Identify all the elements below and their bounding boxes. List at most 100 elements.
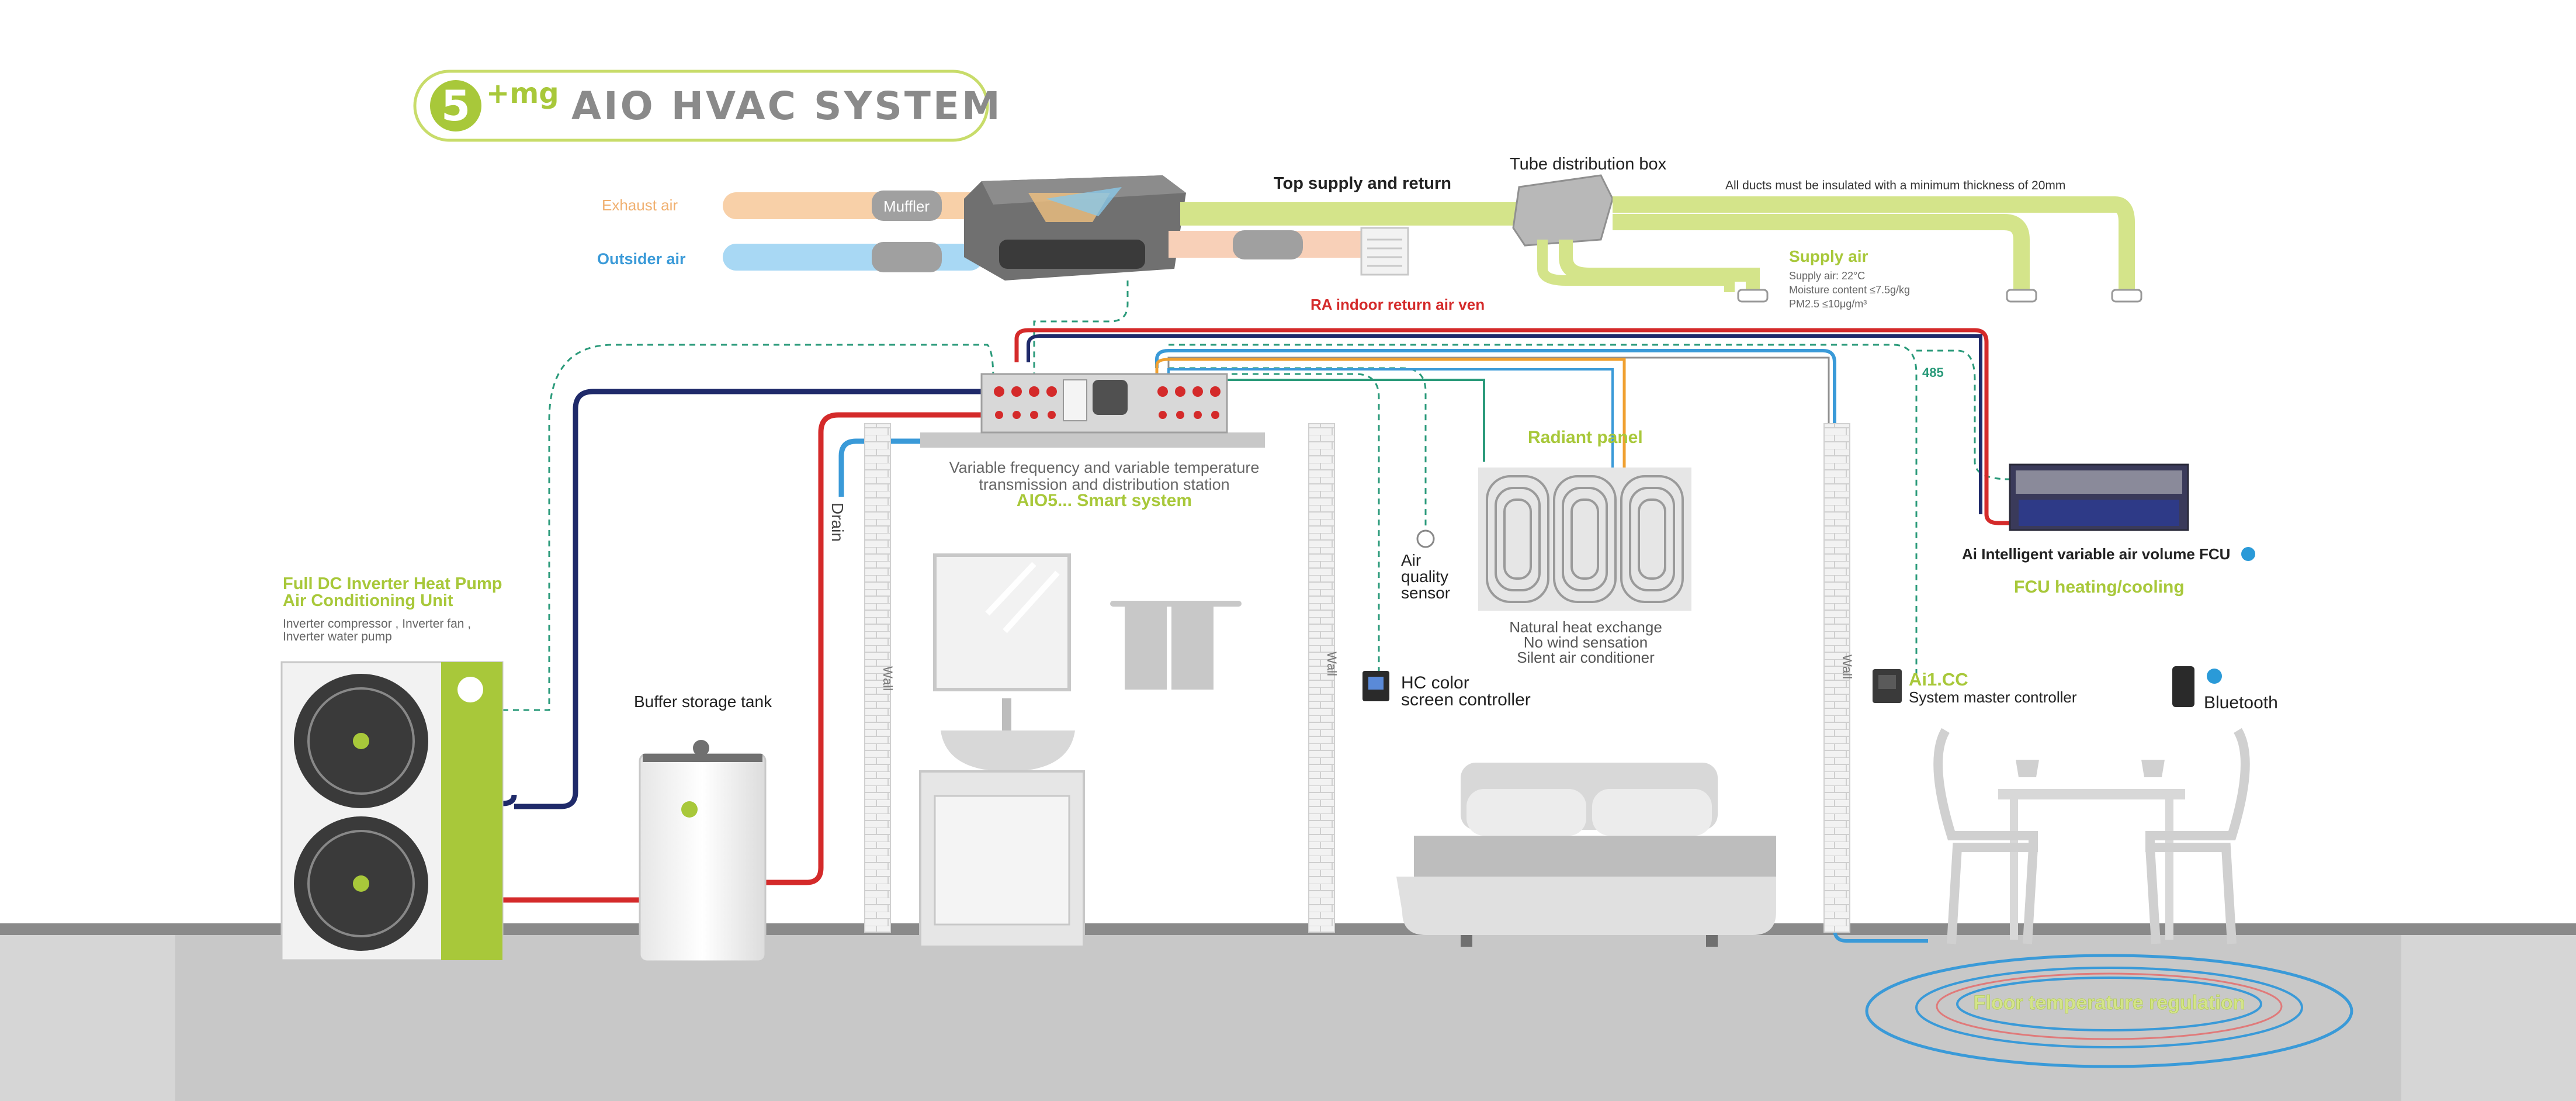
cup-icon [2016, 760, 2039, 777]
master-desc: System master controller [1909, 688, 2077, 706]
buffer-tank-top [643, 754, 762, 762]
pipe-to-floor-blue [1155, 349, 1928, 943]
pipe-heatpump-red [476, 818, 643, 903]
air-sensor-icon [1416, 529, 1435, 548]
return-muffler [1233, 230, 1303, 259]
heat-pump-logo-icon [457, 677, 483, 702]
heat-pump-panel [441, 662, 502, 960]
pillow-right [1592, 789, 1712, 836]
air-sensor-line-3: sensor [1401, 584, 1450, 602]
supply-diffuser-icon-3 [2111, 289, 2142, 303]
radiant-panel-frame [1478, 468, 1691, 611]
signal-485-label: 485 [1922, 365, 1944, 380]
supply-air-line-1: Supply air: 22°C [1789, 270, 1865, 282]
station-desc-1: Variable frequency and variable temperat… [949, 459, 1260, 476]
mirror-shine [985, 562, 1060, 633]
wall-label-3: Wall [1840, 655, 1854, 679]
floor-label: Floor temperature regulation [1974, 992, 2245, 1014]
wall-label-1: Wall [880, 666, 895, 691]
bed-cover [1396, 877, 1776, 935]
supply-diffuser-icon-2 [2006, 289, 2037, 303]
towel [1125, 605, 1167, 690]
pipe-drain [838, 438, 987, 497]
fcu-coil [2019, 500, 2179, 526]
buffer-tank-label: Buffer storage tank [634, 693, 772, 711]
top-supply-return-label: Top supply and return [1274, 174, 1451, 193]
drain-label: Drain [828, 503, 847, 542]
signal-heatpump [502, 344, 994, 711]
supply-branch-mid [1613, 214, 2030, 292]
signal-master [1169, 344, 1918, 678]
fan-top-ring [307, 687, 415, 795]
muffler-label: Muffler [883, 198, 930, 215]
supply-air-line-3: PM2.5 ≤10μg/m³ [1789, 298, 1867, 310]
radiant-coils [1486, 475, 1684, 603]
ra-vent-grill [1367, 238, 1402, 267]
supply-branch-long [1613, 196, 2135, 292]
sink-basin [941, 730, 1075, 771]
signal-hc-controller [1169, 373, 1380, 672]
wall-2 [1308, 423, 1335, 933]
erv-panel [999, 240, 1145, 269]
pipe-to-fcu-red [1014, 328, 2016, 525]
station-desc-2: transmission and distribution station [979, 476, 1229, 493]
fan-top-hub [353, 733, 369, 749]
page-title: AIO HVAC SYSTEM [571, 84, 1003, 129]
radiant-line-1: Natural heat exchange [1509, 618, 1662, 636]
pipe-to-fcu-navy [1027, 334, 1982, 514]
table-leg-2 [2165, 799, 2173, 940]
muffler-exhaust [872, 191, 942, 221]
duct-note: All ducts must be insulated with a minim… [1725, 179, 2065, 192]
hc-controller-screen [1368, 677, 1384, 690]
floor-coil-red [1936, 972, 2283, 1040]
station-pump [1093, 380, 1128, 415]
cup-icon-2 [2141, 760, 2165, 777]
radiant-line-2: No wind sensation [1524, 633, 1648, 651]
supply-air-title: Supply air [1789, 247, 1868, 265]
fan-bottom-ring [307, 830, 415, 937]
tube-distribution-box [1512, 174, 1614, 247]
radiant-title: Radiant panel [1528, 428, 1643, 447]
exhaust-air-label: Exhaust air [602, 196, 678, 214]
fcu-mode: FCU heating/cooling [2014, 577, 2185, 597]
pillow-left [1466, 789, 1586, 836]
chair-right [2145, 728, 2250, 944]
master-name: Ai1.CC [1909, 669, 1968, 690]
bluetooth-label: Bluetooth [2204, 693, 2278, 712]
signal-erv-station [1033, 281, 1129, 380]
pipe-radiant-orange [1155, 358, 1626, 468]
pipe-heatpump-navy [464, 389, 982, 809]
signal-fcu-485 [1916, 349, 2010, 480]
table-leg [2010, 799, 2018, 940]
tank-valve-icon [693, 740, 709, 756]
vanity-door [934, 795, 1070, 926]
mirror [933, 553, 1071, 691]
bed-leg-right [1706, 935, 1718, 947]
supply-branch-short-2 [1537, 240, 1735, 292]
supply-diffuser-icon [1737, 289, 1769, 303]
chair-left [1933, 728, 2038, 944]
master-controller-screen [1878, 675, 1896, 689]
wall-label-2: Wall [1325, 652, 1339, 676]
floor [175, 935, 2401, 1101]
fcu-top [2016, 470, 2182, 494]
fcu-bluetooth-icon [2241, 547, 2255, 561]
muffler-outsider [872, 242, 942, 272]
air-sensor-line-1: Air [1401, 551, 1421, 569]
fan-bottom-hub [353, 875, 369, 892]
tube-box-label: Tube distribution box [1510, 155, 1667, 174]
towel-2 [1171, 605, 1214, 690]
supply-branch-short [1559, 240, 1760, 292]
bed-leg-left [1461, 935, 1472, 947]
floor-side-right [2401, 935, 2576, 1101]
hp-title-1: Full DC Inverter Heat Pump [283, 574, 502, 593]
floor-side-left [0, 935, 175, 1101]
title-pill [413, 70, 989, 142]
pipe-radiant-green [1174, 379, 1485, 462]
station-control [1063, 379, 1087, 421]
air-sensor-line-2: quality [1401, 567, 1448, 586]
station-name: AIO5... Smart system [1017, 491, 1192, 510]
supply-air-line-2: Moisture content ≤7.5g/kg [1789, 284, 1910, 296]
ra-return-vent-icon [1360, 227, 1409, 276]
